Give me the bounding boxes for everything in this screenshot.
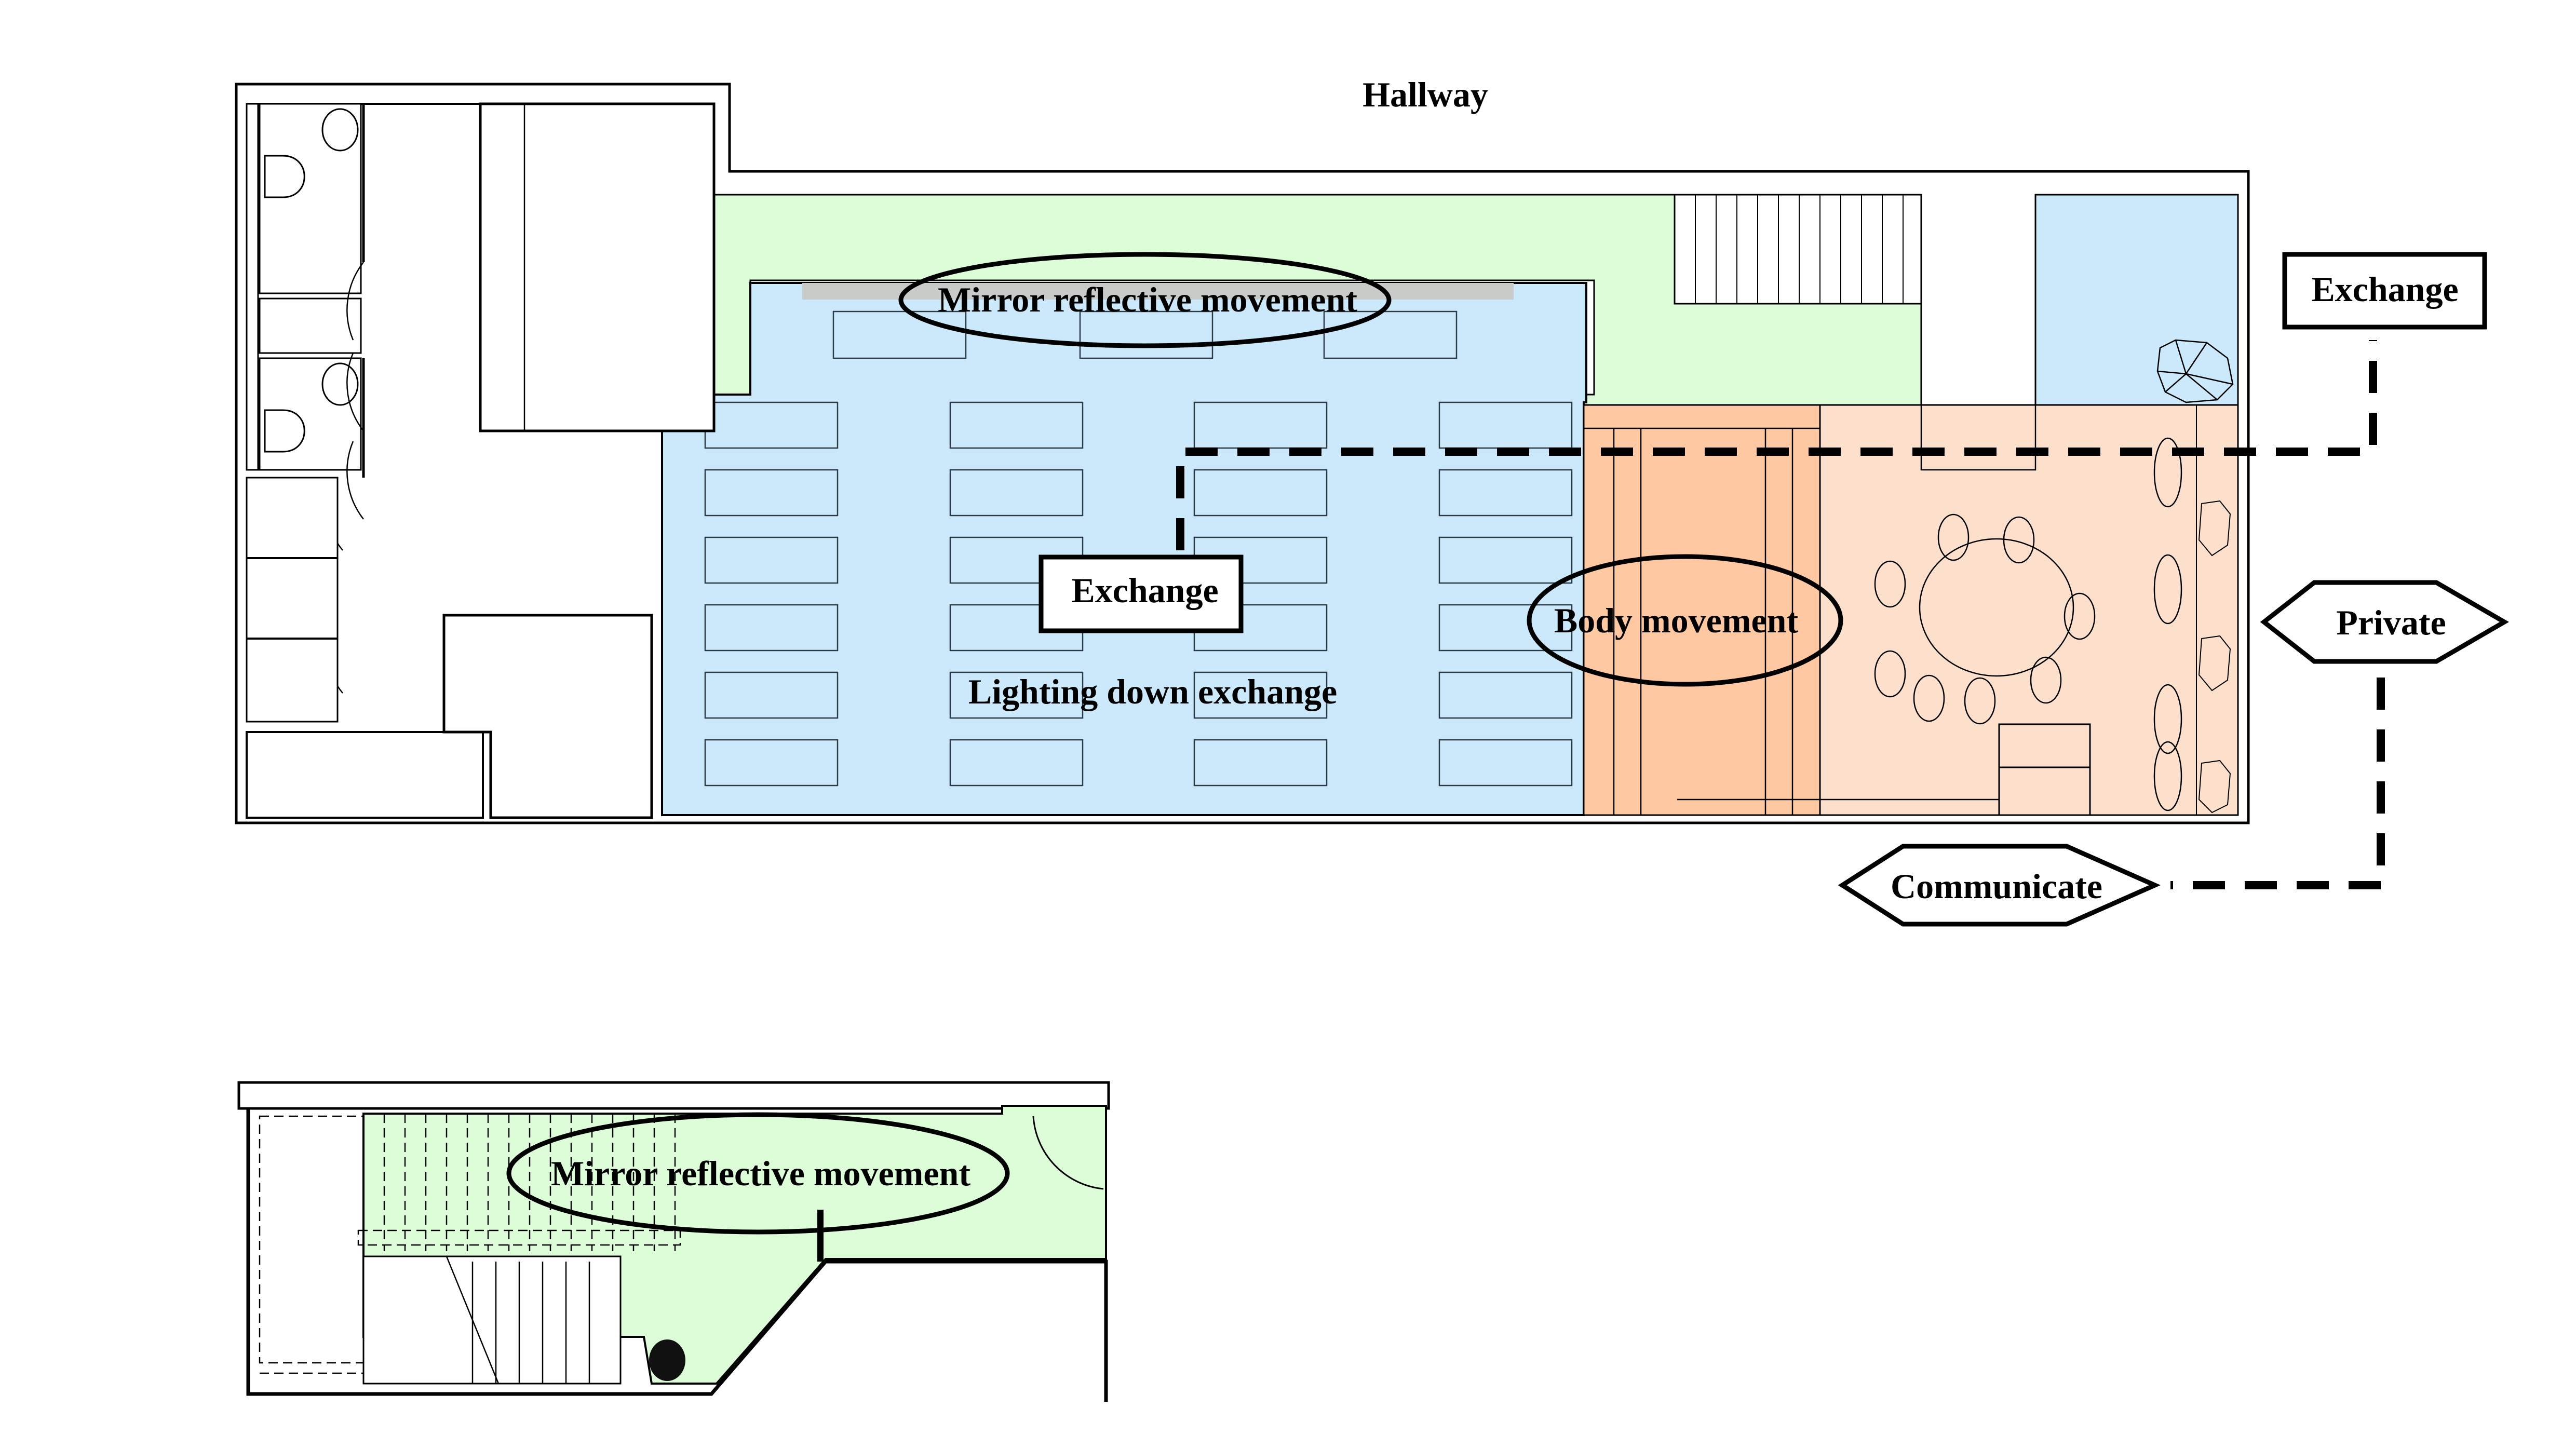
mirror-lower-label: Mirror reflective movement [551,1154,970,1193]
corner-zone [2034,194,2239,406]
exchange-right-label: Exchange [2311,269,2458,309]
stair-icon [1674,194,1922,305]
communicate-hexagon [1838,844,2161,927]
cabinet [1920,404,2036,471]
mirror-strip [802,283,1514,300]
door-swing-icon [1032,1116,1104,1190]
annotations: Hallway Mirror reflective movement Excha… [506,75,2509,1235]
restroom-block [246,102,716,819]
plant-column [2196,405,2231,815]
body-zone-lines [1584,427,1820,815]
exchange-inner-label: Exchange [1071,571,1218,610]
lower-stair-run [362,1255,622,1385]
desk-grid [704,401,1573,787]
toilet-icon [264,155,305,453]
upper-plan [235,83,2250,824]
table-icon [1919,538,2074,677]
communicate-label: Communicate [1891,866,2102,906]
exchange-inner-box [1039,554,1244,633]
exchange-connector [1176,340,2377,550]
body-bubble [1527,554,1843,687]
lighting-zone [661,282,1587,816]
exchange-right-box [2282,252,2487,330]
private-connector [2170,678,2385,889]
storage-unit [1998,723,2091,816]
lower-top-wall [237,1081,1110,1110]
private-label: Private [2336,603,2446,642]
mirror-upper-bubble [898,252,1392,348]
plant-icon [649,1339,685,1381]
mirror-lower-bubble [506,1112,1010,1235]
private-hexagon [2260,580,2509,664]
mirror-upper-label: Mirror reflective movement [938,280,1357,319]
hallway-label: Hallway [1363,75,1488,114]
lower-plan [237,1081,1110,1402]
body-label: Body movement [1554,601,1799,640]
chair-icon [1874,437,2182,811]
meeting-zone [1819,404,2239,816]
lower-outline [246,1108,1108,1402]
lighting-label: Lighting down exchange [968,672,1337,711]
stair-icon [259,1114,681,1374]
plant-icon [2156,339,2234,403]
body-zone [1583,404,1821,816]
desk-row-top [832,310,1458,359]
